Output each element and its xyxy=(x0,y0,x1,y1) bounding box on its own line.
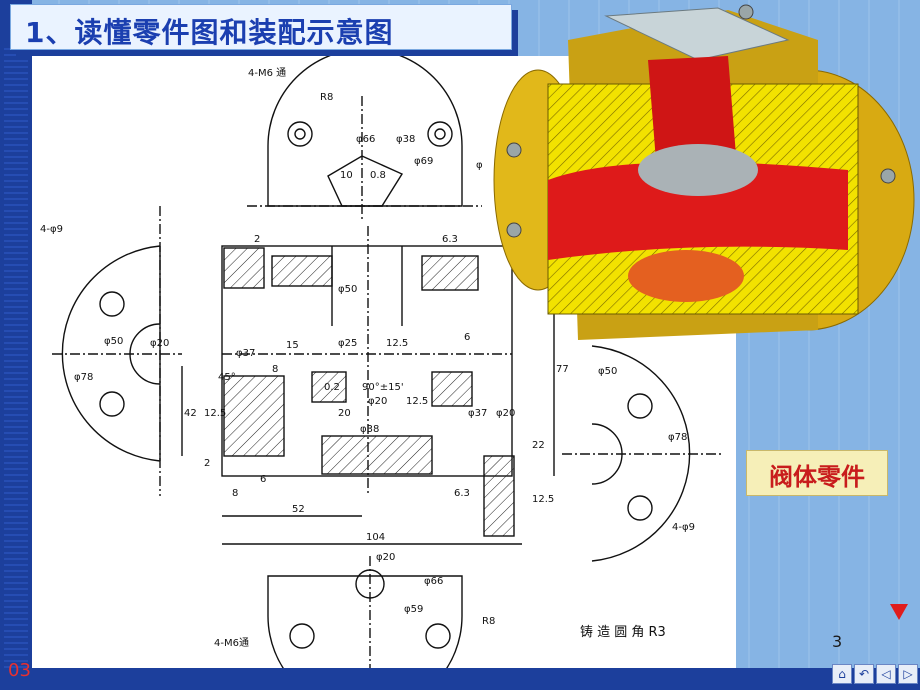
back-icon[interactable]: ↶ xyxy=(854,664,874,684)
top-view-outline xyxy=(267,56,463,207)
right-bolt-hole-top xyxy=(627,393,653,419)
valve-body-3d-cutaway xyxy=(493,4,915,340)
top-bolt-hole-right xyxy=(427,121,453,147)
dim-6-bottom: 6 xyxy=(260,474,266,485)
dim-10: 10 xyxy=(340,170,353,181)
dim-2-bottom: 2 xyxy=(204,458,210,469)
top-bolt-hole-left xyxy=(287,121,313,147)
slide-id: 03 xyxy=(8,660,31,681)
dim-d20-right: φ20 xyxy=(496,408,515,419)
dim-d78-right: φ78 xyxy=(668,432,687,443)
dim-r8-bottom: R8 xyxy=(482,616,495,627)
dim-2-top: 2 xyxy=(254,234,260,245)
dim-m6-bottom: 4-M6通 xyxy=(214,637,249,649)
dim-0-8: 0.8 xyxy=(370,170,386,181)
part-label: 阀体零件 xyxy=(769,463,865,491)
left-view-outline xyxy=(61,245,161,462)
dim-d69-top: φ69 xyxy=(414,156,433,167)
dim-4-d9-right: 4-φ9 xyxy=(672,522,695,533)
dim-12-5-b: 12.5 xyxy=(406,396,428,407)
dim-d66-bottom: φ66 xyxy=(424,576,443,587)
down-arrow-icon[interactable] xyxy=(890,604,908,620)
dim-22: 22 xyxy=(532,440,545,451)
bottom-bolt-hole-right xyxy=(425,623,451,649)
dim-8: 8 xyxy=(272,364,278,375)
dim-8-bottom: 8 xyxy=(232,488,238,499)
dim-d37-right: φ37 xyxy=(468,408,487,419)
dim-angle-90: 90°±15' xyxy=(362,382,404,393)
dim-d25: φ25 xyxy=(338,338,357,349)
dim-15: 15 xyxy=(286,340,299,351)
dim-52: 52 xyxy=(292,504,305,515)
dim-d37-left: φ37 xyxy=(236,348,255,359)
dim-r6-3-top: 6.3 xyxy=(442,234,458,245)
dim-d59: φ59 xyxy=(404,604,423,615)
drawing-svg: 4-M6 通 R8 φ66 φ38 φ69 10 0.8 φ 4-φ9 φ50 … xyxy=(40,56,722,668)
main-section-frame xyxy=(221,245,513,477)
dim-d38-top: φ38 xyxy=(396,134,415,145)
dim-77: 77 xyxy=(556,364,569,375)
right-bolt-hole-bottom xyxy=(627,495,653,521)
dim-45deg: 45° xyxy=(218,372,236,383)
dim-d78-left: φ78 xyxy=(74,372,93,383)
dim-phi-edge: φ xyxy=(476,160,483,171)
dim-20: 20 xyxy=(338,408,351,419)
bottom-view-outline xyxy=(267,575,463,668)
dim-0-2: 0.2 xyxy=(324,382,340,393)
slide-title: 1、读懂零件图和装配示意图 xyxy=(25,16,394,49)
dim-d38-mid: φ38 xyxy=(360,424,379,435)
dim-42: 42 xyxy=(184,408,197,419)
left-decor-bar xyxy=(0,0,32,690)
dim-d50-left: φ50 xyxy=(104,336,123,347)
dim-12-5-left: 12.5 xyxy=(204,408,226,419)
dim-12-5-right: 12.5 xyxy=(532,494,554,505)
dim-r6-3-bottom: 6.3 xyxy=(454,488,470,499)
slide-title-box: 1、读懂零件图和装配示意图 xyxy=(10,4,512,50)
left-bolt-hole-top xyxy=(99,291,125,317)
dim-d20-left: φ20 xyxy=(150,338,169,349)
bottom-bolt-hole-left xyxy=(289,623,315,649)
next-icon[interactable]: ▷ xyxy=(898,664,918,684)
dim-12-5-mid: 12.5 xyxy=(386,338,408,349)
dim-104: 104 xyxy=(366,532,385,543)
dim-m6-top: 4-M6 通 xyxy=(248,67,286,79)
dim-d20-bottom: φ20 xyxy=(376,552,395,563)
dim-d20-mid: φ20 xyxy=(368,396,387,407)
home-icon[interactable]: ⌂ xyxy=(832,664,852,684)
nav-buttons: ⌂ ↶ ◁ ▷ xyxy=(832,664,918,684)
prev-icon[interactable]: ◁ xyxy=(876,664,896,684)
left-bolt-hole-bottom xyxy=(99,391,125,417)
dim-d66-top: φ66 xyxy=(356,134,375,145)
dim-6: 6 xyxy=(464,332,470,343)
bottom-decor-bar xyxy=(0,668,920,690)
page-number: 3 xyxy=(832,632,843,651)
dim-d50-right: φ50 xyxy=(598,366,617,377)
casting-fillet-note: 铸 造 圆 角 R3 xyxy=(580,624,666,640)
dim-r8-top: R8 xyxy=(320,92,333,103)
dim-4-d9-left: 4-φ9 xyxy=(40,224,63,235)
dim-d50-mid: φ50 xyxy=(338,284,357,295)
part-label-box: 阀体零件 xyxy=(746,450,888,496)
